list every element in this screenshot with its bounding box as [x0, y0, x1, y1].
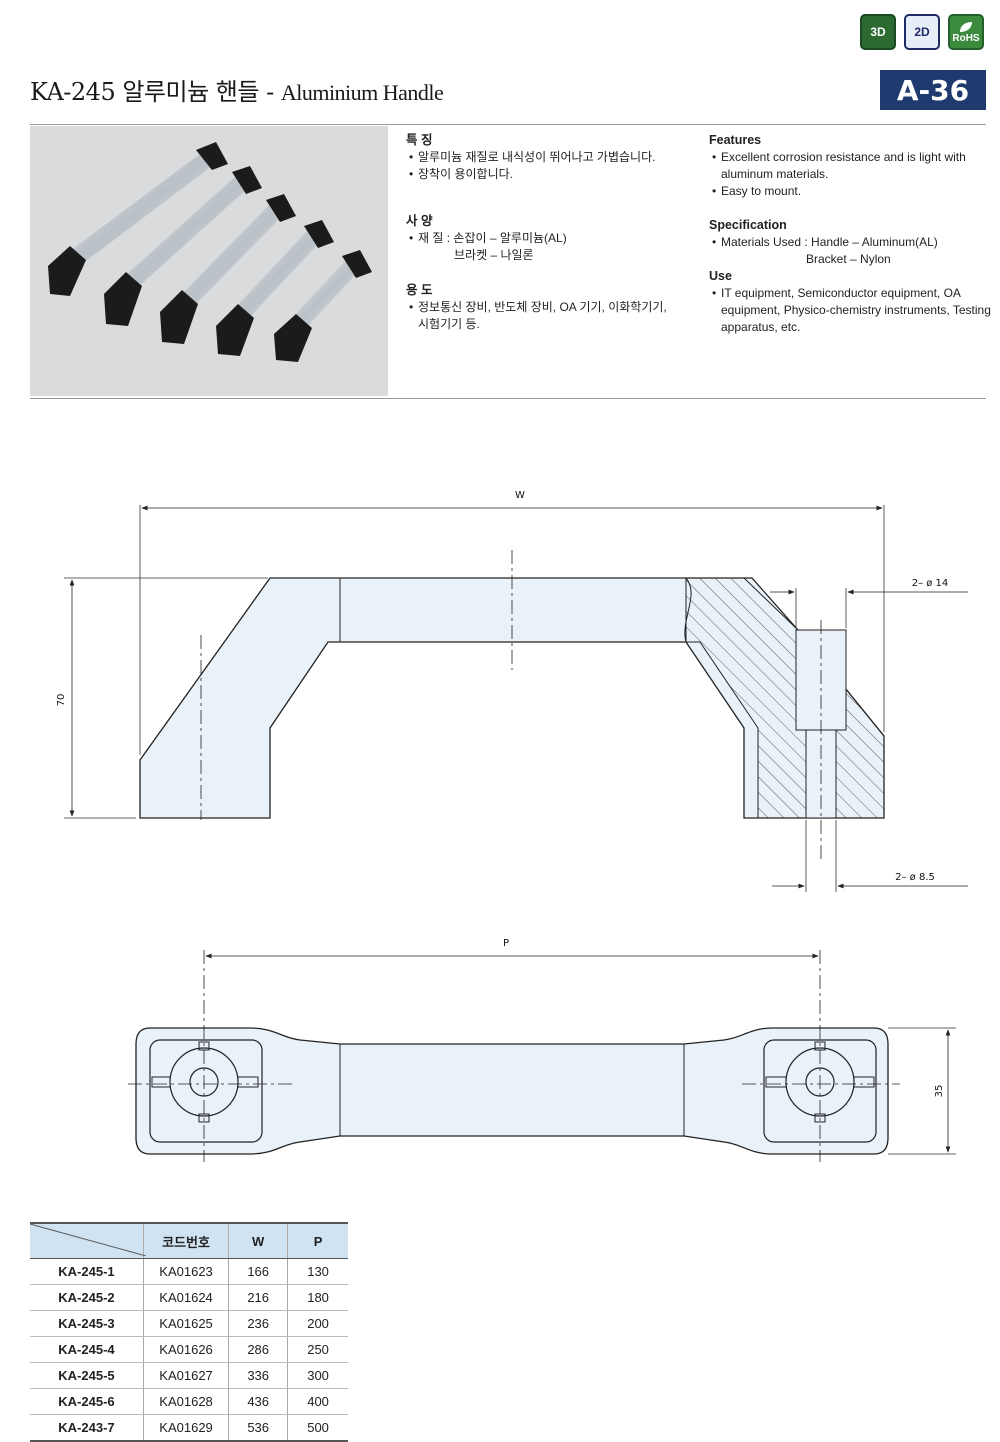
handle-3 [160, 194, 296, 344]
title-separator: - [258, 78, 281, 106]
english-feature-1: Excellent corrosion resistance and is li… [712, 149, 991, 166]
cell-model: KA-245-6 [30, 1388, 144, 1415]
header-w: W [228, 1222, 288, 1259]
handle-2 [104, 166, 262, 326]
cell-model: KA-245-5 [30, 1362, 144, 1389]
cell-model: KA-245-1 [30, 1258, 144, 1285]
cell-p: 130 [287, 1258, 348, 1285]
header-p: P [287, 1222, 348, 1259]
english-feature-1-cont: aluminum materials. [721, 167, 829, 181]
title-korean: KA-245 알루미늄 핸들 [30, 78, 259, 106]
info-divider [30, 398, 986, 399]
english-spec-bracket: Bracket – Nylon [806, 252, 891, 266]
cell-code: KA01628 [142, 1388, 229, 1415]
korean-spec-bracket: 브라켓 – 나일론 [454, 248, 534, 262]
cell-code: KA01629 [142, 1414, 229, 1442]
handle-4 [216, 220, 334, 356]
product-photo [30, 126, 388, 396]
dim-hole-14-label: 2– ø 14 [912, 578, 949, 589]
korean-use-line-1: 정보통신 장비, 반도체 장비, OA 기기, 이화학기기, [409, 299, 696, 316]
english-use-line-2: equipment, Physico-chemistry instruments… [721, 303, 991, 317]
leaf-icon [960, 21, 972, 32]
rohs-badge-icon: RoHS [948, 14, 984, 50]
cell-w: 286 [228, 1336, 288, 1363]
english-use-heading: Use [709, 269, 732, 283]
title-english: Aluminium Handle [280, 80, 444, 105]
korean-spec-material: 재 질 : 손잡이 – 알루미늄(AL) [409, 230, 696, 247]
english-features-heading: Features [709, 133, 762, 147]
dim-depth-label: 35 [934, 1085, 945, 1098]
cell-code: KA01624 [142, 1284, 229, 1311]
handle-1 [48, 142, 228, 296]
english-description: Features Excellent corrosion resistance … [709, 132, 991, 354]
table-corner-cell [30, 1222, 146, 1259]
korean-feature-2: 장착이 용이합니다. [409, 166, 696, 183]
page-title: KA-245 알루미늄 핸들 - Aluminium Handle [30, 72, 444, 107]
cell-p: 300 [287, 1362, 348, 1389]
english-use-line-3: apparatus, etc. [721, 320, 801, 334]
cell-model: KA-245-4 [30, 1336, 144, 1363]
rohs-label: RoHS [952, 32, 980, 44]
cell-p: 400 [287, 1388, 348, 1415]
cell-code: KA01626 [142, 1336, 229, 1363]
english-use-line-1: IT equipment, Semiconductor equipment, O… [712, 285, 991, 302]
dim-p-label: P [503, 938, 509, 949]
cell-w: 436 [228, 1388, 288, 1415]
english-spec-material: Materials Used : Handle – Aluminum(AL) [712, 234, 991, 251]
cell-model: KA-245-2 [30, 1284, 144, 1311]
page-code: A-36 [880, 70, 986, 110]
handle-5 [274, 250, 372, 362]
2d-badge-icon[interactable]: 2D [904, 14, 940, 50]
dim-hole-8-5-label: 2– ø 8.5 [895, 872, 935, 883]
cell-model: KA-245-3 [30, 1310, 144, 1337]
cell-model: KA-243-7 [30, 1414, 144, 1442]
cell-p: 250 [287, 1336, 348, 1363]
cell-w: 236 [228, 1310, 288, 1337]
dim-w-label: W [515, 490, 525, 501]
korean-description: 특 징 알루미늄 재질로 내식성이 뛰어나고 가볍습니다. 장착이 용이합니다.… [406, 132, 696, 351]
korean-use-heading: 용 도 [406, 283, 433, 297]
english-feature-2: Easy to mount. [712, 183, 991, 200]
cell-p: 200 [287, 1310, 348, 1337]
3d-badge-icon[interactable]: 3D [860, 14, 896, 50]
korean-features-heading: 특 징 [406, 133, 433, 147]
top-divider [30, 124, 986, 125]
english-spec-heading: Specification [709, 218, 787, 232]
front-view: W 70 2– ø 14 2– ø 8.5 [56, 490, 968, 892]
header-code: 코드번호 [142, 1222, 229, 1259]
korean-spec-heading: 사 양 [406, 214, 433, 228]
cell-p: 180 [287, 1284, 348, 1311]
table-header-row: 코드번호 W P [30, 1222, 348, 1259]
cell-code: KA01625 [142, 1310, 229, 1337]
diagonal-line [30, 1224, 146, 1256]
cell-w: 536 [228, 1414, 288, 1442]
cell-w: 336 [228, 1362, 288, 1389]
cell-w: 216 [228, 1284, 288, 1311]
cell-w: 166 [228, 1258, 288, 1285]
technical-drawing: W 70 2– ø 14 2– ø 8.5 [56, 490, 968, 1162]
cell-p: 500 [287, 1414, 348, 1442]
korean-use-line-2: 시험기기 등. [418, 317, 480, 331]
certification-badges: 3D 2D RoHS [860, 14, 984, 50]
korean-feature-1: 알루미늄 재질로 내식성이 뛰어나고 가볍습니다. [409, 149, 696, 166]
dim-height-label: 70 [56, 694, 67, 707]
cell-code: KA01623 [142, 1258, 229, 1285]
top-view: P 35 [128, 938, 956, 1162]
cell-code: KA01627 [142, 1362, 229, 1389]
